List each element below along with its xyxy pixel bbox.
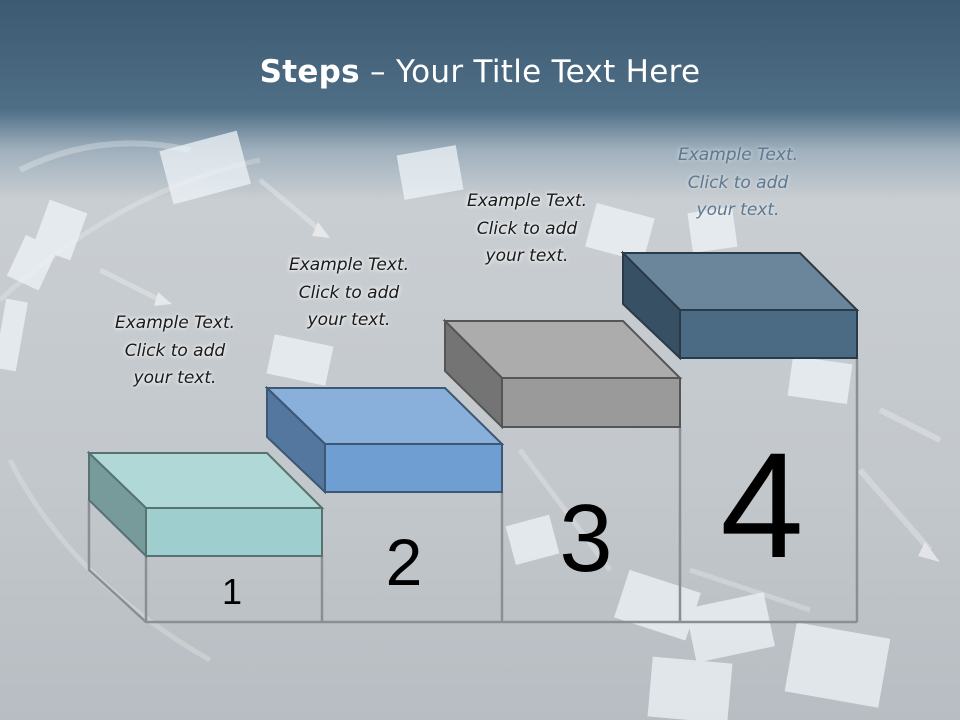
step-label-2-line1: Example Text. [288, 255, 410, 275]
step-label-1-line1: Example Text. [114, 313, 236, 333]
step-label-4-line2: Click to add [687, 172, 789, 193]
title-rest: – Your Title Text Here [359, 54, 701, 90]
step-block-2 [264, 385, 505, 495]
step-block-4 [620, 250, 860, 361]
step-label-4[interactable]: Example Text. Click to add your text. [638, 142, 838, 225]
step-label-2-line3: your text. [307, 310, 391, 330]
step-label-4-line3: your text. [696, 200, 780, 220]
step-number-4: 4 [720, 421, 803, 589]
step-number-1: 1 [222, 571, 242, 612]
step-label-2-line2: Click to add [298, 282, 400, 303]
step-label-1[interactable]: Example Text. Click to add your text. [75, 310, 275, 393]
step-block-1 [86, 450, 325, 559]
step-block-3 [442, 318, 683, 430]
title-bold: Steps [259, 54, 360, 90]
step-label-3[interactable]: Example Text. Click to add your text. [427, 188, 627, 271]
step-label-1-line3: your text. [133, 368, 217, 388]
page-title: Steps – Your Title Text Here [0, 54, 960, 90]
step-label-2[interactable]: Example Text. Click to add your text. [249, 252, 449, 335]
step-label-3-line3: your text. [485, 246, 569, 266]
step-number-3: 3 [559, 485, 612, 592]
step-label-3-line1: Example Text. [466, 191, 588, 211]
step-number-2: 2 [386, 525, 423, 599]
step-label-1-line2: Click to add [124, 340, 226, 361]
step-label-4-line1: Example Text. [677, 145, 799, 165]
step-label-3-line2: Click to add [476, 218, 578, 239]
